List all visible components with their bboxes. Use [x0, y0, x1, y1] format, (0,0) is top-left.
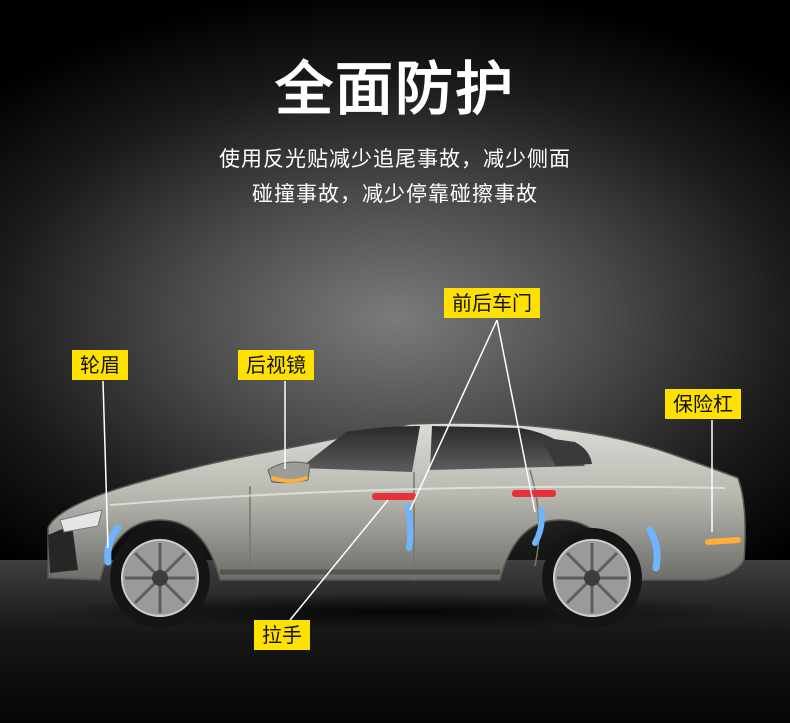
- label-doors: 前后车门: [444, 288, 540, 318]
- headline: 全面防护: [274, 55, 515, 123]
- rear-handle-strip: [512, 490, 556, 497]
- side-mirror: [267, 461, 311, 484]
- rear-wheel-arch-strip: [646, 526, 661, 572]
- mirror-strip: [271, 476, 308, 483]
- rear-door-edge-strip: [532, 507, 545, 546]
- front-window: [300, 426, 420, 472]
- pointer-door-rear: [496, 319, 536, 513]
- rear-bumper-strip: [705, 537, 741, 545]
- label-wheel-arch: 轮眉: [72, 350, 128, 380]
- label-mirror: 后视镜: [238, 350, 314, 380]
- front-wheel: [110, 528, 210, 628]
- subtitle-line-1: 使用反光贴减少追尾事故，减少侧面: [219, 147, 571, 171]
- subtitle-line-2: 碰撞事故，减少停靠碰擦事故: [252, 182, 538, 206]
- pointer-wheel-arch: [102, 380, 109, 549]
- front-grille: [48, 525, 78, 573]
- pointer-door-front: [409, 319, 498, 511]
- rear-wheel: [542, 528, 642, 628]
- front-wheel-arch-strip: [104, 524, 122, 566]
- rear-window: [430, 426, 585, 470]
- label-handle: 拉手: [254, 620, 310, 650]
- label-bumper: 保险杠: [665, 389, 741, 419]
- side-crease: [109, 485, 726, 506]
- front-door-edge-strip: [405, 503, 414, 551]
- headlight: [59, 509, 103, 533]
- pointer-handle: [289, 499, 389, 621]
- quarter-window: [540, 437, 592, 466]
- front-handle-strip: [372, 493, 416, 500]
